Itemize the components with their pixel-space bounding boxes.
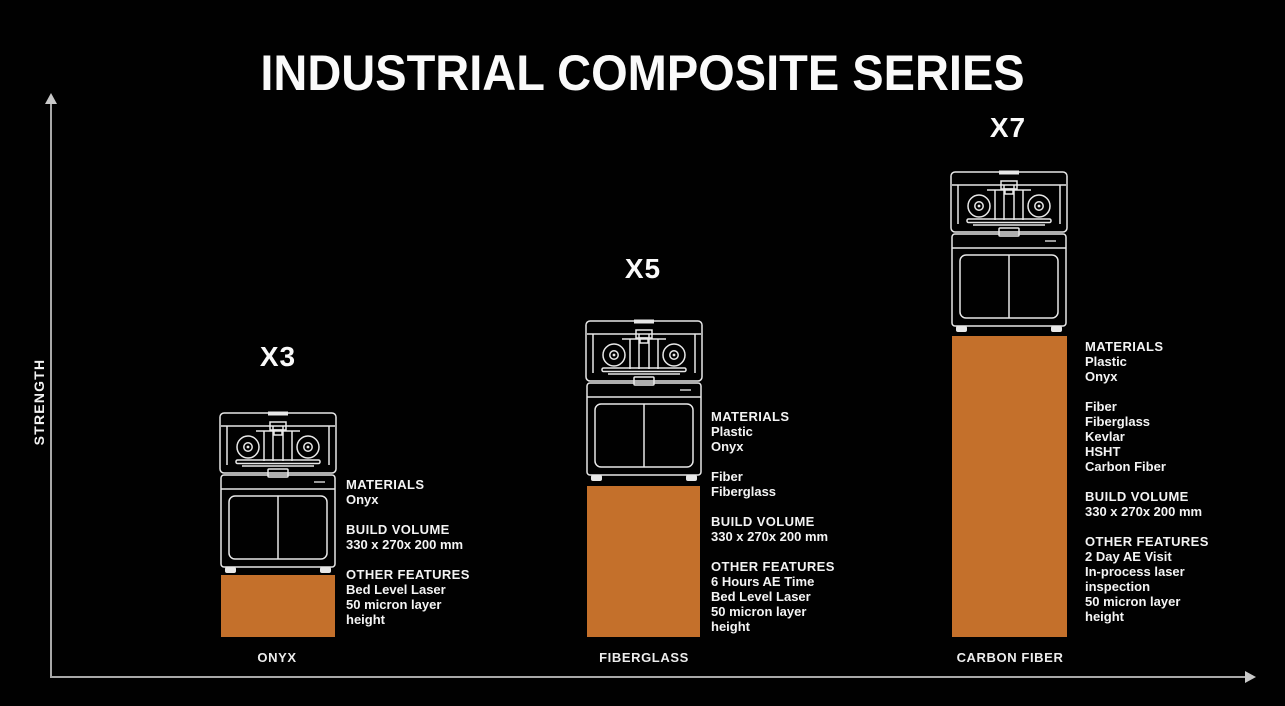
x-axis-line [52,676,1246,678]
spec-line: 50 micron layer [346,597,442,612]
spec-line: height [346,612,385,627]
spec-heading: BUILD VOLUME [711,514,815,529]
spec-heading: BUILD VOLUME [1085,489,1189,504]
spec-line: 2 Day AE Visit [1085,549,1172,564]
spec-line: Fiberglass [1085,414,1151,429]
spec-line: 330 x 270x 200 mm [346,537,464,552]
model-label-x7: X7 [989,112,1027,143]
model-label-x5: X5 [624,253,662,284]
spec-line: Onyx [711,439,744,454]
printer-illustration-x5 [584,317,704,483]
category-label-onyx: ONYX [257,650,297,665]
spec-heading: BUILD VOLUME [346,522,450,537]
strength-bar-x5 [587,486,700,637]
category-label-fiberglass: FIBERGLASS [599,650,689,665]
spec-line: Fiberglass [711,484,777,499]
spec-line: Bed Level Laser [711,589,811,604]
spec-heading: OTHER FEATURES [346,567,470,582]
spec-line: Kevlar [1085,429,1125,444]
spec-line: Bed Level Laser [346,582,446,597]
spec-heading: MATERIALS [1085,339,1164,354]
spec-line: 50 micron layer [711,604,807,619]
spec-line: height [711,619,750,634]
spec-line: HSHT [1085,444,1121,459]
model-label-x3: X3 [259,341,297,372]
strength-bar-x7 [952,336,1067,637]
spec-line: Onyx [346,492,379,507]
spec-line: Plastic [1085,354,1127,369]
spec-heading: OTHER FEATURES [1085,534,1209,549]
y-axis-label: STRENGTH [31,358,47,446]
spec-line: Carbon Fiber [1085,459,1166,474]
spec-heading: OTHER FEATURES [711,559,835,574]
spec-line: 330 x 270x 200 mm [711,529,829,544]
spec-line: 50 micron layer [1085,594,1181,609]
page-title: INDUSTRIAL COMPOSITE SERIES [260,45,1025,101]
y-axis-arrow-icon [45,93,57,104]
spec-line: Fiber [1085,399,1117,414]
x-axis-arrow-icon [1245,671,1256,683]
spec-heading: MATERIALS [711,409,790,424]
spec-line: In-process laser [1085,564,1185,579]
y-axis-line [50,103,52,678]
spec-line: inspection [1085,579,1151,594]
spec-line: Plastic [711,424,753,439]
printer-illustration-x7 [949,168,1069,334]
printer-illustration-x3 [218,409,338,575]
strength-bar-x3 [221,575,335,637]
spec-line: Onyx [1085,369,1118,384]
category-label-carbon-fiber: CARBON FIBER [956,650,1064,665]
spec-line: 330 x 270x 200 mm [1085,504,1203,519]
spec-line: 6 Hours AE Time [711,574,815,589]
spec-line: Fiber [711,469,743,484]
spec-heading: MATERIALS [346,477,425,492]
spec-line: height [1085,609,1124,624]
